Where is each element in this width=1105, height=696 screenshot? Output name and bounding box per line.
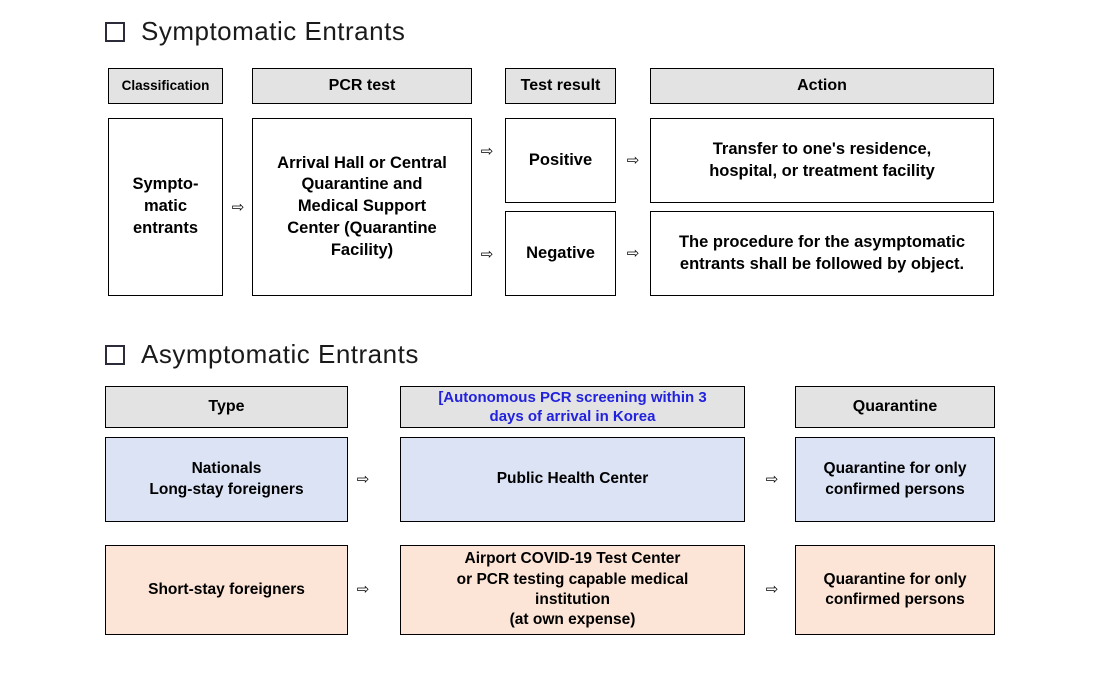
cell-classification-symptomatic-entrants: Sympto- matic entrants bbox=[108, 118, 223, 296]
cell-type-short-stay-foreigners: Short-stay foreigners bbox=[105, 545, 348, 635]
arrow-right-icon: ⇨ bbox=[626, 245, 640, 262]
header-type: Type bbox=[105, 386, 348, 428]
cell-screening-airport-test-center: Airport COVID-19 Test Center or PCR test… bbox=[400, 545, 745, 635]
cell-quarantine-nationals: Quarantine for only confirmed persons bbox=[795, 437, 995, 522]
arrow-right-icon: ⇨ bbox=[765, 471, 779, 488]
cell-screening-public-health-center: Public Health Center bbox=[400, 437, 745, 522]
section-title-asymptomatic: Asymptomatic Entrants bbox=[105, 339, 419, 370]
cell-action-negative: The procedure for the asymptomatic entra… bbox=[650, 211, 994, 296]
header-action: Action bbox=[650, 68, 994, 104]
cell-quarantine-short-stay: Quarantine for only confirmed persons bbox=[795, 545, 995, 635]
header-test-result: Test result bbox=[505, 68, 616, 104]
checkbox-empty-icon bbox=[105, 344, 125, 365]
arrow-right-icon: ⇨ bbox=[480, 246, 494, 263]
cell-type-nationals: Nationals Long-stay foreigners bbox=[105, 437, 348, 522]
section-title-text: Asymptomatic Entrants bbox=[141, 339, 419, 369]
header-quarantine: Quarantine bbox=[795, 386, 995, 428]
header-autonomous-pcr-screening: [Autonomous PCR screening within 3 days … bbox=[400, 386, 745, 428]
arrow-right-icon: ⇨ bbox=[765, 581, 779, 598]
cell-test-result-negative: Negative bbox=[505, 211, 616, 296]
cell-pcr-test-location: Arrival Hall or Central Quarantine and M… bbox=[252, 118, 472, 296]
section-title-symptomatic: Symptomatic Entrants bbox=[105, 16, 405, 47]
cell-action-positive: Transfer to one's residence, hospital, o… bbox=[650, 118, 994, 203]
arrow-right-icon: ⇨ bbox=[480, 143, 494, 160]
arrow-right-icon: ⇨ bbox=[356, 581, 370, 598]
section-title-text: Symptomatic Entrants bbox=[141, 16, 406, 46]
arrow-right-icon: ⇨ bbox=[231, 199, 245, 216]
arrow-right-icon: ⇨ bbox=[356, 471, 370, 488]
checkbox-empty-icon bbox=[105, 21, 125, 42]
header-pcr-test: PCR test bbox=[252, 68, 472, 104]
arrow-right-icon: ⇨ bbox=[626, 152, 640, 169]
cell-test-result-positive: Positive bbox=[505, 118, 616, 203]
header-classification: Classification bbox=[108, 68, 223, 104]
